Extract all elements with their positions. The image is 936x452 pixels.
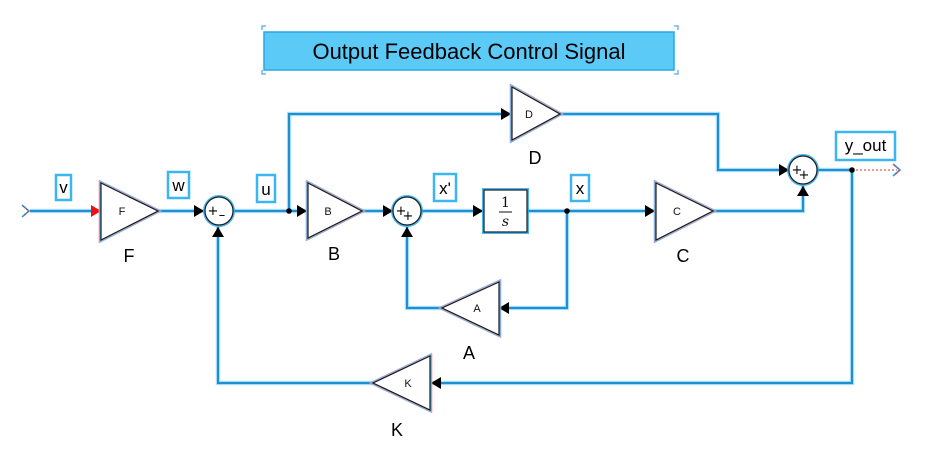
wire-ky[interactable]	[216, 227, 373, 385]
gain-f-name[interactable]: F	[124, 246, 135, 266]
arrowhead-sum1-in-icon	[194, 205, 204, 217]
signal-label-y-out[interactable]: y_out	[834, 130, 897, 162]
wire-x-to-a[interactable]	[500, 211, 569, 310]
arrowhead-sum2-fb-icon	[401, 227, 413, 237]
gain-k-inner-label: K	[404, 378, 412, 390]
sum3-circle	[788, 155, 818, 185]
svg-text:u: u	[261, 180, 270, 199]
arrowhead-c-input-icon	[645, 205, 655, 217]
gain-block-c[interactable]: C	[653, 179, 718, 244]
sum1-circle	[204, 196, 234, 226]
sum3-sign-left: +	[792, 163, 803, 178]
title-text: Output Feedback Control Signal	[312, 39, 625, 64]
arrowhead-d-input-icon	[501, 108, 511, 120]
svg-text:w: w	[171, 176, 185, 195]
arrowhead-sum3-in-icon	[779, 164, 789, 176]
integrator-block[interactable]: 1 s	[482, 188, 529, 234]
gain-a-name[interactable]: A	[463, 343, 475, 363]
gain-k-triangle-icon	[371, 355, 431, 411]
arrowhead-sum3-c-icon	[797, 186, 809, 196]
signal-label-v[interactable]: v	[54, 173, 73, 202]
signal-lines	[30, 111, 897, 386]
title-selection-corners	[261, 25, 679, 75]
integrator-box	[483, 189, 528, 233]
signal-label-x[interactable]: x	[569, 173, 591, 203]
sum2-circle	[392, 196, 422, 226]
sum1-sign-left: +	[208, 204, 219, 219]
wire-ax[interactable]	[405, 227, 442, 310]
gain-c-name[interactable]: C	[677, 246, 690, 266]
wire-u-to-d[interactable]	[287, 112, 510, 211]
gain-b-inner-label: B	[324, 206, 331, 218]
arrowhead-int-input-icon	[473, 205, 483, 217]
outport-icon[interactable]	[892, 163, 902, 177]
gain-a-inner-label: A	[473, 303, 481, 315]
gain-b-triangle-icon	[307, 182, 364, 239]
signal-label-u[interactable]: u	[255, 173, 277, 204]
svg-text:v: v	[59, 178, 68, 197]
arrowhead-k-input-icon	[431, 377, 441, 389]
gain-f-inner-label: F	[119, 206, 126, 218]
branch-point-x	[564, 208, 570, 214]
integrator-numerator: 1	[501, 195, 510, 211]
sum-block-2[interactable]: + +	[391, 195, 423, 227]
inport-icon[interactable]	[21, 204, 31, 218]
gain-c-triangle-icon	[655, 182, 715, 241]
arrowhead-sum2-in-icon	[383, 205, 393, 217]
sum1-sign-bottom: –	[219, 208, 226, 223]
gain-k-name[interactable]: K	[391, 420, 403, 440]
svg-text:x: x	[576, 179, 585, 198]
signal-label-xdot[interactable]: x'	[432, 172, 458, 203]
sum-block-1[interactable]: + –	[203, 195, 235, 227]
title-box	[263, 31, 675, 71]
arrowhead-sum1-fb-icon	[212, 227, 224, 237]
svg-text:y_out: y_out	[845, 136, 887, 155]
gain-block-f[interactable]: F	[98, 179, 163, 244]
gain-block-a[interactable]: A	[437, 278, 502, 339]
sum3-sign-bottom: +	[799, 168, 810, 183]
branch-point-y	[849, 167, 855, 173]
arrowhead-b-input-icon	[297, 205, 307, 217]
arrowhead-f-input-icon	[91, 205, 101, 217]
arrowhead-a-input-icon	[499, 302, 509, 314]
integrator-denominator: s	[502, 214, 509, 230]
gain-d-inner-label: D	[525, 109, 533, 121]
gain-a-triangle-icon	[440, 281, 500, 336]
gain-block-k[interactable]: K	[368, 352, 433, 414]
gain-d-triangle-icon	[511, 85, 562, 142]
gain-b-name[interactable]: B	[328, 244, 340, 264]
wire-cx[interactable]	[713, 186, 805, 213]
sum2-sign-left: +	[396, 204, 407, 219]
svg-text:x': x'	[439, 179, 451, 198]
signal-label-w[interactable]: w	[166, 170, 191, 200]
branch-point-u	[286, 208, 292, 214]
gain-block-d[interactable]: D	[509, 83, 565, 144]
wire-du[interactable]	[560, 112, 788, 172]
diagram-title[interactable]: Output Feedback Control Signal	[261, 25, 679, 75]
gain-d-name[interactable]: D	[529, 148, 542, 168]
sum2-sign-bottom: +	[403, 209, 414, 224]
gain-c-inner-label: C	[673, 206, 681, 218]
sum-block-3[interactable]: + +	[787, 154, 819, 186]
wire-y-to-k[interactable]	[431, 170, 854, 385]
gain-block-b[interactable]: B	[305, 179, 367, 242]
gain-f-triangle-icon	[100, 182, 160, 241]
